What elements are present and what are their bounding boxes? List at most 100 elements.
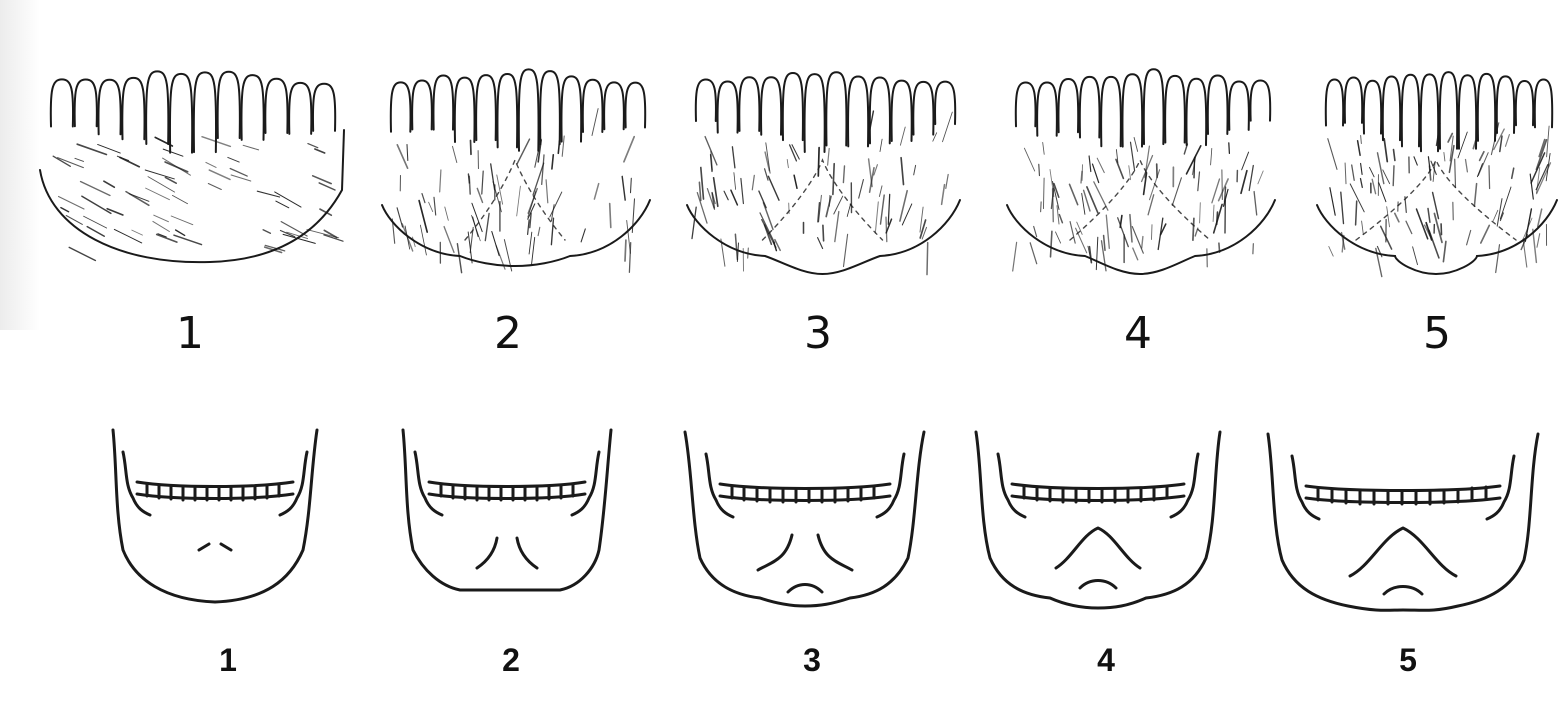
hatch-stroke — [1087, 187, 1098, 213]
hatch-stroke — [1254, 192, 1257, 215]
hatch-stroke — [1512, 168, 1514, 178]
sketch-3 — [675, 40, 970, 290]
tooth — [848, 76, 868, 146]
hatch-stroke — [453, 146, 457, 162]
schematic-panel-3 — [680, 410, 930, 625]
hatch-stroke — [276, 201, 289, 208]
hatch-stroke — [1242, 152, 1249, 170]
mental-lines — [758, 535, 852, 570]
tooth — [561, 76, 581, 141]
hatch-stroke — [1158, 218, 1163, 249]
hatch-stroke — [407, 145, 408, 161]
hatch-stroke — [275, 192, 301, 207]
hatch-stroke — [163, 158, 191, 175]
hatch-stroke — [114, 229, 141, 243]
hatch-stroke — [1489, 166, 1490, 189]
mental-ridge — [1356, 160, 1516, 240]
hatch-stroke — [1477, 164, 1482, 177]
hatch-stroke — [263, 230, 270, 234]
hatch-stroke — [1198, 172, 1200, 191]
tooth — [1440, 72, 1457, 149]
hatch-stroke — [594, 184, 598, 200]
hatch-stroke — [517, 186, 521, 216]
hatch-stroke — [592, 109, 598, 136]
sketch-panel-5 — [1305, 40, 1567, 290]
bottom-label-1: 1 — [198, 642, 258, 679]
tooth — [1186, 79, 1206, 145]
hatch-stroke — [875, 202, 878, 233]
bottom-label-4: 4 — [1076, 642, 1136, 679]
hatch-stroke — [1453, 202, 1454, 219]
hatch-stroke — [1455, 159, 1456, 187]
hatch-stroke — [1384, 139, 1387, 162]
hatch-stroke — [741, 179, 744, 204]
hatch-stroke — [622, 176, 625, 200]
mental-lines — [199, 544, 231, 550]
hatch-stroke — [847, 204, 850, 217]
hatch-stroke — [914, 165, 916, 175]
bottom-row-schematics: 1 2 3 4 5 — [0, 410, 1567, 707]
tooth — [265, 79, 287, 133]
sketch-ink — [1007, 69, 1275, 274]
tooth — [696, 79, 716, 121]
hatch-stroke — [1496, 245, 1500, 273]
sketch-panel-2 — [370, 40, 660, 290]
hatch-stroke — [1547, 126, 1550, 157]
hatch-stroke — [146, 188, 170, 200]
chin-outline — [1268, 434, 1538, 610]
hatch-stroke — [735, 234, 737, 259]
schematic-2 — [385, 410, 625, 620]
bottom-label-5: 5 — [1378, 642, 1438, 679]
hatch-stroke — [1406, 221, 1412, 233]
hatch-stroke — [1466, 160, 1468, 172]
tooth — [913, 82, 933, 135]
hatch-stroke — [1372, 179, 1375, 193]
schematic-5 — [1258, 410, 1548, 635]
top-label-2: 2 — [468, 308, 548, 359]
hatch-stroke — [828, 149, 830, 166]
tooth — [313, 84, 335, 131]
sketch-ink — [687, 72, 960, 274]
mental-protuberance — [788, 585, 822, 593]
tooth — [1421, 74, 1438, 151]
tooth — [1459, 75, 1476, 149]
hatch-stroke — [1448, 134, 1452, 143]
hatch-stroke — [1039, 164, 1040, 175]
hatch-stroke — [61, 208, 69, 212]
hatch-stroke — [1104, 236, 1105, 251]
hatch-stroke — [1370, 167, 1375, 176]
hatch-stroke — [1116, 159, 1123, 178]
hatch-stroke — [1030, 243, 1037, 264]
hatch-stroke — [1013, 242, 1017, 271]
hatch-stroke — [1413, 247, 1418, 265]
top-label-1: 1 — [150, 308, 230, 359]
hatch-stroke — [529, 232, 532, 254]
hatch-stroke — [485, 213, 489, 240]
tooth — [1037, 83, 1057, 136]
top-label-5: 5 — [1397, 308, 1477, 359]
schematic-panel-5 — [1258, 410, 1548, 635]
schematic-panel-4 — [968, 410, 1228, 625]
hatch-stroke — [1034, 227, 1037, 237]
hatch-stroke — [1500, 187, 1511, 219]
hatch-stroke — [171, 216, 193, 225]
tooth — [1383, 76, 1400, 140]
tooth — [625, 83, 645, 128]
hatch-stroke — [1358, 141, 1361, 156]
hatch-stroke — [154, 215, 169, 222]
mental-protuberance — [1080, 581, 1116, 589]
hatch-stroke — [87, 227, 104, 237]
sketch-ink — [40, 71, 344, 262]
hatch-stroke — [1350, 184, 1364, 212]
schematic-3 — [680, 410, 930, 625]
tooth — [761, 77, 781, 135]
tooth — [1016, 82, 1036, 126]
hatch-stroke — [886, 217, 887, 241]
hatch-stroke — [243, 145, 258, 150]
hatch-stroke — [281, 222, 307, 236]
hatch-stroke — [1219, 243, 1220, 252]
hatch-stroke — [1081, 171, 1082, 183]
hatch-stroke — [429, 202, 433, 211]
hatch-stroke — [901, 158, 903, 185]
tooth — [1250, 81, 1270, 121]
